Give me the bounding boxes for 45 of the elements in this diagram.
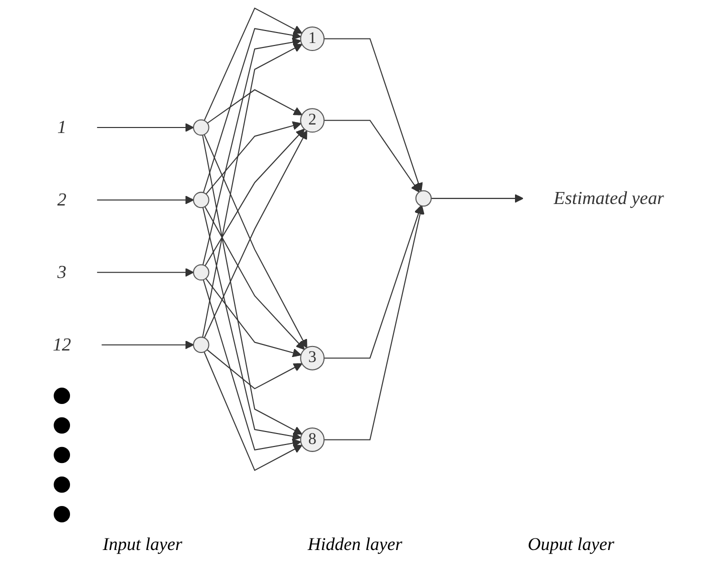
arrow [102, 340, 194, 350]
arrow [204, 206, 305, 350]
arrow [324, 120, 420, 193]
node-dot [54, 388, 70, 404]
node-circle: 3 [300, 346, 325, 370]
arrow [97, 268, 194, 277]
arrow [202, 28, 302, 193]
layer-label: Ouput layer [528, 534, 614, 555]
node-circle [415, 190, 432, 207]
node-dot [54, 446, 70, 464]
node-text: 3 [57, 262, 66, 282]
arrow [204, 352, 302, 472]
node-circle [192, 192, 210, 208]
node-dot [54, 506, 70, 522]
arrow [204, 128, 305, 266]
node-text: 1 [57, 116, 66, 138]
node-text: 12 [52, 334, 72, 355]
node-text: 2 [57, 189, 66, 210]
node-dot [54, 476, 70, 493]
arrow [202, 207, 302, 441]
arrow [204, 7, 302, 121]
arrow [206, 121, 302, 194]
node-circle: 1 [300, 26, 325, 51]
arrow [202, 280, 302, 450]
arrow [205, 278, 302, 358]
layer-label: Input layer [102, 534, 182, 555]
node-circle: 8 [300, 427, 325, 452]
arrow [97, 195, 194, 204]
node-text: Estimated year [554, 188, 664, 208]
arrow [324, 205, 423, 359]
arrow [202, 44, 302, 338]
arrow [431, 194, 524, 203]
node-circle: 2 [300, 108, 325, 133]
layer-label: Hidden layer [308, 534, 402, 555]
arrow [207, 89, 302, 124]
node-circle [192, 119, 210, 136]
arrow [324, 38, 423, 192]
arrow [202, 134, 302, 435]
node-circle [192, 264, 210, 281]
node-dot [54, 417, 70, 434]
arrow [206, 349, 302, 390]
arrow [324, 206, 424, 440]
arrow [202, 38, 302, 266]
node-circle [192, 336, 210, 353]
arrow [97, 123, 194, 132]
